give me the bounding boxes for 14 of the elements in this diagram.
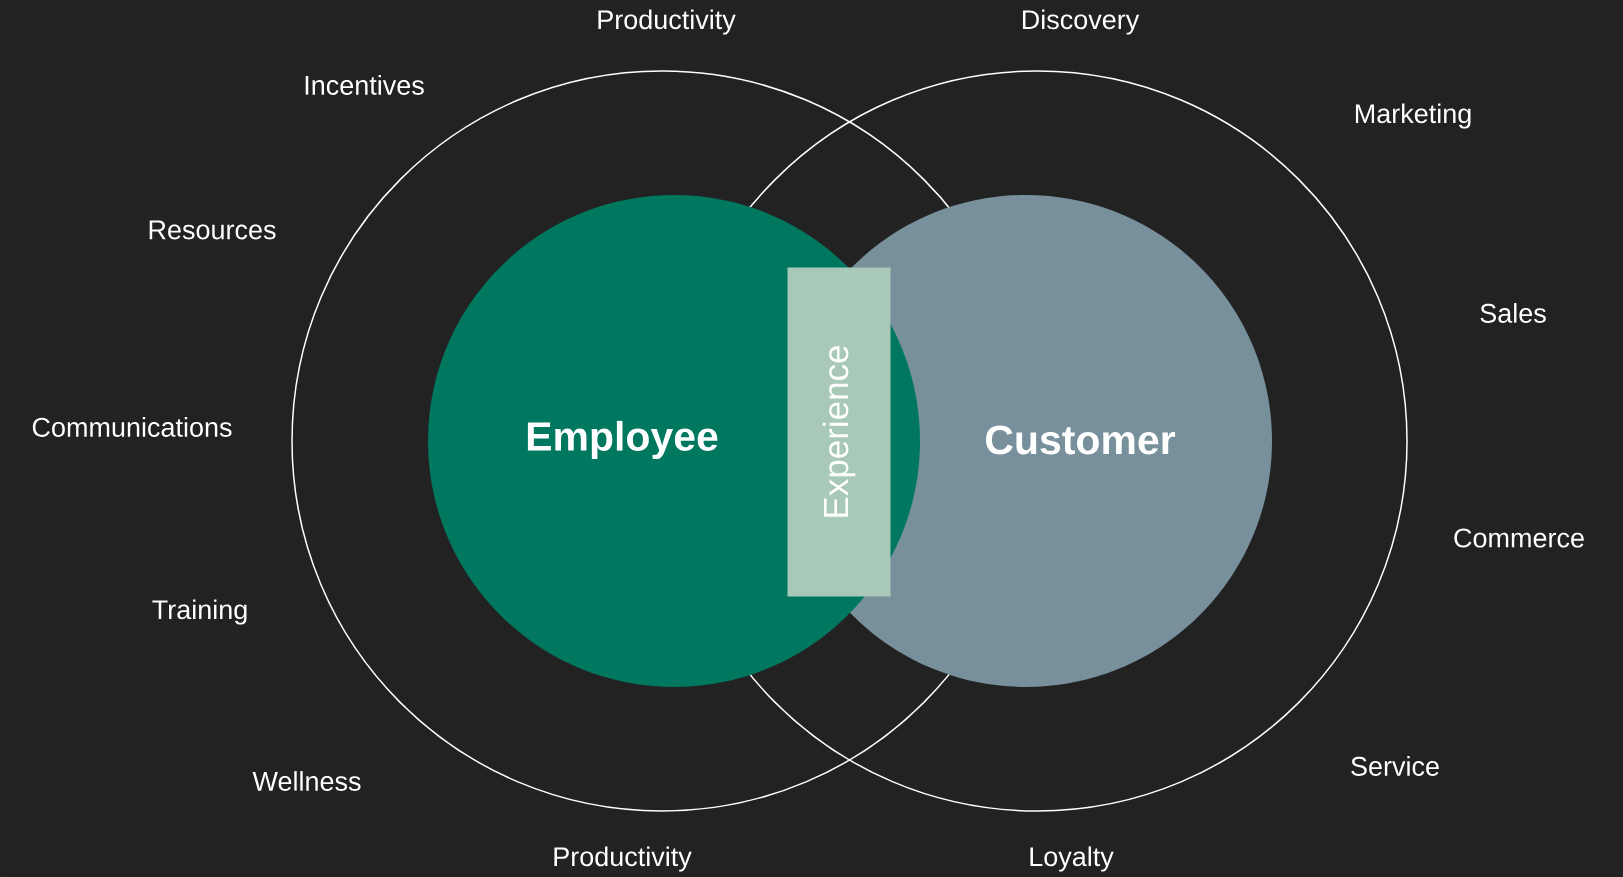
label: Marketing	[1355, 103, 1471, 129]
label: Productivity	[554, 846, 692, 872]
label-box: Experience	[787, 267, 891, 597]
label: Productivity	[598, 9, 736, 35]
label: Wellness	[252, 771, 361, 791]
label: Service	[1351, 756, 1439, 776]
label: Communications	[32, 417, 232, 437]
label: Sales	[1480, 303, 1546, 323]
label: Resources	[149, 220, 276, 240]
label: Commerce	[1454, 528, 1584, 548]
label: Loyalty	[1030, 846, 1114, 872]
label: Discovery	[1022, 9, 1140, 35]
label: Incentives	[305, 75, 424, 95]
label: Training	[152, 599, 247, 625]
